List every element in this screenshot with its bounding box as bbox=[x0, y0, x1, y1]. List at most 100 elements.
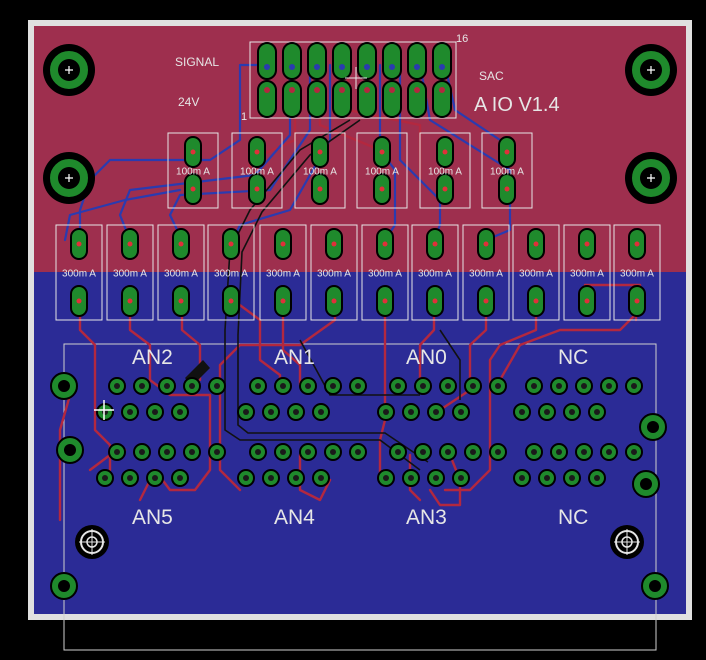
resistor-top-outline-4 bbox=[356, 132, 408, 209]
resistor-bottom-label-2: 300m A bbox=[113, 269, 147, 280]
resistor-bottom-drill-b-7 bbox=[382, 298, 388, 304]
mount-mark-2 bbox=[647, 66, 655, 74]
dsub-7-drill-a4 bbox=[470, 449, 476, 455]
resistor-bottom-outline-10 bbox=[512, 224, 560, 321]
resistor-bottom-drill-a-11 bbox=[584, 241, 590, 247]
header-via-bottom-2 bbox=[289, 87, 295, 93]
dsub-2-drill-b4 bbox=[318, 409, 324, 415]
dsub-3-drill-a1 bbox=[395, 383, 401, 389]
mount-mark-4 bbox=[647, 174, 655, 182]
dsub-8-drill-a2 bbox=[556, 449, 562, 455]
dsub-7-drill-b1 bbox=[383, 475, 389, 481]
resistor-top-drill-a-1 bbox=[190, 149, 196, 155]
header-pad-bottom-5 bbox=[357, 80, 377, 118]
red-trace-5 bbox=[281, 298, 302, 387]
header-pad-bottom-3 bbox=[307, 80, 327, 118]
header-via-bottom-8 bbox=[439, 87, 445, 93]
dsub-4-drill-b2 bbox=[544, 409, 550, 415]
red-trace-10 bbox=[443, 298, 538, 492]
dsub-8-drill-a1 bbox=[531, 449, 537, 455]
board-title: A IO V1.4 bbox=[474, 94, 560, 116]
resistor-bottom-drill-b-6 bbox=[331, 298, 337, 304]
dsub-4-drill-a3 bbox=[581, 383, 587, 389]
resistor-bottom-drill-b-4 bbox=[228, 298, 234, 304]
resistor-bottom-drill-a-12 bbox=[634, 241, 640, 247]
resistor-bottom-outline-9 bbox=[462, 224, 510, 321]
connector-label-bottom-3: AN3 bbox=[406, 506, 447, 529]
blue-trace-5 bbox=[378, 63, 397, 242]
pin-last-label: 16 bbox=[456, 33, 468, 45]
dsub-4-drill-a5 bbox=[631, 383, 637, 389]
dsub-6-drill-a4 bbox=[330, 449, 336, 455]
resistor-bottom-drill-a-10 bbox=[533, 241, 539, 247]
dsub-6-drill-b3 bbox=[293, 475, 299, 481]
resistor-bottom-drill-b-3 bbox=[178, 298, 184, 304]
dsub-7-drill-b4 bbox=[458, 475, 464, 481]
resistor-top-outline-1 bbox=[167, 132, 219, 209]
connector-label-top-4: NC bbox=[558, 346, 588, 369]
resistor-bottom-drill-b-10 bbox=[533, 298, 539, 304]
dsub-6-drill-b1 bbox=[243, 475, 249, 481]
header-pad-top-7 bbox=[407, 42, 427, 80]
dsub-2-drill-a3 bbox=[305, 383, 311, 389]
resistor-bottom-label-9: 300m A bbox=[469, 269, 503, 280]
resistor-top-drill-a-6 bbox=[504, 149, 510, 155]
resistor-bottom-drill-b-9 bbox=[483, 298, 489, 304]
dsub-1-drill-a5 bbox=[214, 383, 220, 389]
resistor-bottom-outline-12 bbox=[613, 224, 661, 321]
dsub-5-drill-b3 bbox=[152, 475, 158, 481]
header-via-top-2 bbox=[289, 64, 295, 70]
dsub-1-drill-b3 bbox=[152, 409, 158, 415]
header-via-bottom-6 bbox=[389, 87, 395, 93]
resistor-bottom-label-3: 300m A bbox=[164, 269, 198, 280]
dsub-3-drill-b1 bbox=[383, 409, 389, 415]
resistor-top-label-6: 100m A bbox=[490, 167, 524, 178]
header-via-top-5 bbox=[364, 64, 370, 70]
dsub-3-drill-a5 bbox=[495, 383, 501, 389]
resistor-bottom-outline-11 bbox=[563, 224, 611, 321]
dsub-6-drill-a2 bbox=[280, 449, 286, 455]
header-via-top-1 bbox=[264, 64, 270, 70]
dsub-8-drill-a4 bbox=[606, 449, 612, 455]
resistor-top-drill-b-6 bbox=[504, 186, 510, 192]
dsub-8-drill-a5 bbox=[631, 449, 637, 455]
dsub-7-drill-b3 bbox=[433, 475, 439, 481]
resistor-bottom-drill-b-5 bbox=[280, 298, 286, 304]
dsub-2-drill-b3 bbox=[293, 409, 299, 415]
resistor-bottom-drill-a-8 bbox=[432, 241, 438, 247]
dsub-7-drill-a2 bbox=[420, 449, 426, 455]
dsub-5-drill-a1 bbox=[114, 449, 120, 455]
header-via-bottom-5 bbox=[364, 87, 370, 93]
header-pad-top-6 bbox=[382, 42, 402, 80]
resistor-bottom-drill-a-4 bbox=[228, 241, 234, 247]
sparkle-marker bbox=[94, 400, 114, 420]
connector-label-bottom-2: AN4 bbox=[274, 506, 315, 529]
blue-trace-4 bbox=[231, 63, 332, 242]
resistor-bottom-outline-8 bbox=[411, 224, 459, 321]
dsub-2-drill-a4 bbox=[330, 383, 336, 389]
dsub-8-drill-b3 bbox=[569, 475, 575, 481]
resistor-top-drill-b-1 bbox=[190, 186, 196, 192]
resistor-top-label-3: 100m A bbox=[303, 167, 337, 178]
resistor-bottom-outline-5 bbox=[259, 224, 307, 321]
header-pad-top-1 bbox=[257, 42, 277, 80]
resistor-top-label-2: 100m A bbox=[240, 167, 274, 178]
red-trace-2 bbox=[128, 298, 212, 492]
header-pad-bottom-6 bbox=[382, 80, 402, 118]
header-pad-top-4 bbox=[332, 42, 352, 80]
v24-label: 24V bbox=[178, 95, 199, 109]
dsub-8-drill-b4 bbox=[594, 475, 600, 481]
conn-hole-drill-5 bbox=[58, 580, 70, 592]
dsub-6-drill-a3 bbox=[305, 449, 311, 455]
resistor-bottom-label-12: 300m A bbox=[620, 269, 654, 280]
dsub-2-drill-a2 bbox=[280, 383, 286, 389]
header-pad-bottom-2 bbox=[282, 80, 302, 118]
dsub-2-drill-a5 bbox=[355, 383, 361, 389]
blue-trace-1 bbox=[78, 63, 272, 242]
resistor-top-label-5: 100m A bbox=[428, 167, 462, 178]
mount-mark-1 bbox=[65, 66, 73, 74]
dsub-5-drill-b1 bbox=[102, 475, 108, 481]
dsub-connectors bbox=[94, 377, 643, 487]
header-crosshair bbox=[345, 67, 367, 89]
